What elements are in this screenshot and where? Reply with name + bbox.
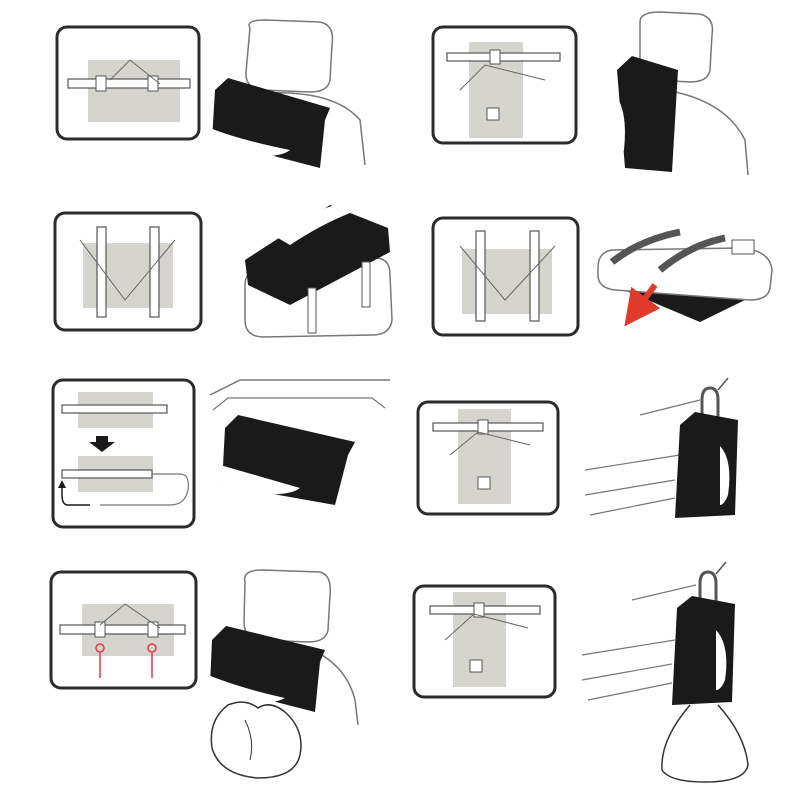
strap xyxy=(59,624,186,635)
tissue-box xyxy=(245,205,390,305)
pointer-line xyxy=(584,454,681,471)
bag-handle xyxy=(661,704,749,783)
panel-4 xyxy=(431,216,773,337)
tissue xyxy=(210,128,290,157)
buckle xyxy=(94,621,106,638)
panel-7 xyxy=(49,569,359,779)
pointer-line xyxy=(581,639,676,656)
hook-strap xyxy=(715,561,727,575)
buckle xyxy=(477,419,489,435)
panel-5 xyxy=(51,378,390,529)
panel-6 xyxy=(416,377,738,518)
headrest xyxy=(245,19,334,93)
pointer-line xyxy=(589,497,676,516)
pointer-line xyxy=(587,682,673,701)
buckle xyxy=(489,49,501,65)
strap xyxy=(307,287,317,334)
strap xyxy=(475,230,486,322)
hole xyxy=(469,659,483,673)
clip xyxy=(731,239,755,255)
buckle xyxy=(147,75,159,92)
guide-line xyxy=(459,64,546,91)
seat-back xyxy=(664,89,749,176)
hole xyxy=(477,476,491,490)
strap xyxy=(609,228,681,265)
guide-line xyxy=(79,239,176,301)
hook xyxy=(700,386,720,420)
strap xyxy=(529,230,540,322)
hook-strap xyxy=(717,377,729,391)
panel-1 xyxy=(55,19,366,168)
return-arrowhead xyxy=(58,480,66,488)
tissue xyxy=(720,446,730,505)
dashboard xyxy=(212,397,386,411)
strap xyxy=(361,261,371,308)
pointer-line xyxy=(584,479,676,496)
strap xyxy=(149,226,160,318)
hook xyxy=(698,570,718,605)
buckle xyxy=(147,621,159,638)
snap-button xyxy=(147,643,157,653)
tissue xyxy=(615,95,625,160)
guide-line xyxy=(459,245,556,301)
tissue-box xyxy=(672,596,735,705)
pointer-line xyxy=(631,584,697,601)
pointer-line xyxy=(639,399,701,416)
strap xyxy=(61,469,153,479)
step-arrow xyxy=(89,436,115,452)
strap xyxy=(61,404,168,414)
strap-loop xyxy=(100,473,189,506)
tissue-box xyxy=(617,56,678,172)
strap xyxy=(446,52,561,62)
tissue xyxy=(278,203,350,245)
buckle xyxy=(473,602,485,618)
flip-arrow xyxy=(624,283,661,327)
guide-line xyxy=(109,59,161,85)
panel-2 xyxy=(431,11,749,176)
guide-line xyxy=(99,603,161,629)
tissue-box xyxy=(675,412,738,518)
bag-fold xyxy=(244,719,253,761)
headrest xyxy=(243,569,332,643)
strap xyxy=(657,234,726,273)
guide-line xyxy=(444,613,529,641)
tissue xyxy=(220,465,300,495)
buckle xyxy=(95,75,107,92)
snap-button xyxy=(95,643,105,653)
strap xyxy=(429,605,541,615)
tissue xyxy=(208,675,285,704)
panel-8 xyxy=(412,561,749,783)
return-arrow xyxy=(61,485,90,506)
tissue xyxy=(716,630,727,690)
guide-line xyxy=(449,431,531,456)
strap xyxy=(96,226,107,318)
panel-3 xyxy=(53,203,393,338)
pointer-line xyxy=(581,663,673,681)
bag xyxy=(210,701,302,779)
strap xyxy=(67,78,191,89)
hole xyxy=(486,107,500,121)
dashboard xyxy=(209,379,390,396)
